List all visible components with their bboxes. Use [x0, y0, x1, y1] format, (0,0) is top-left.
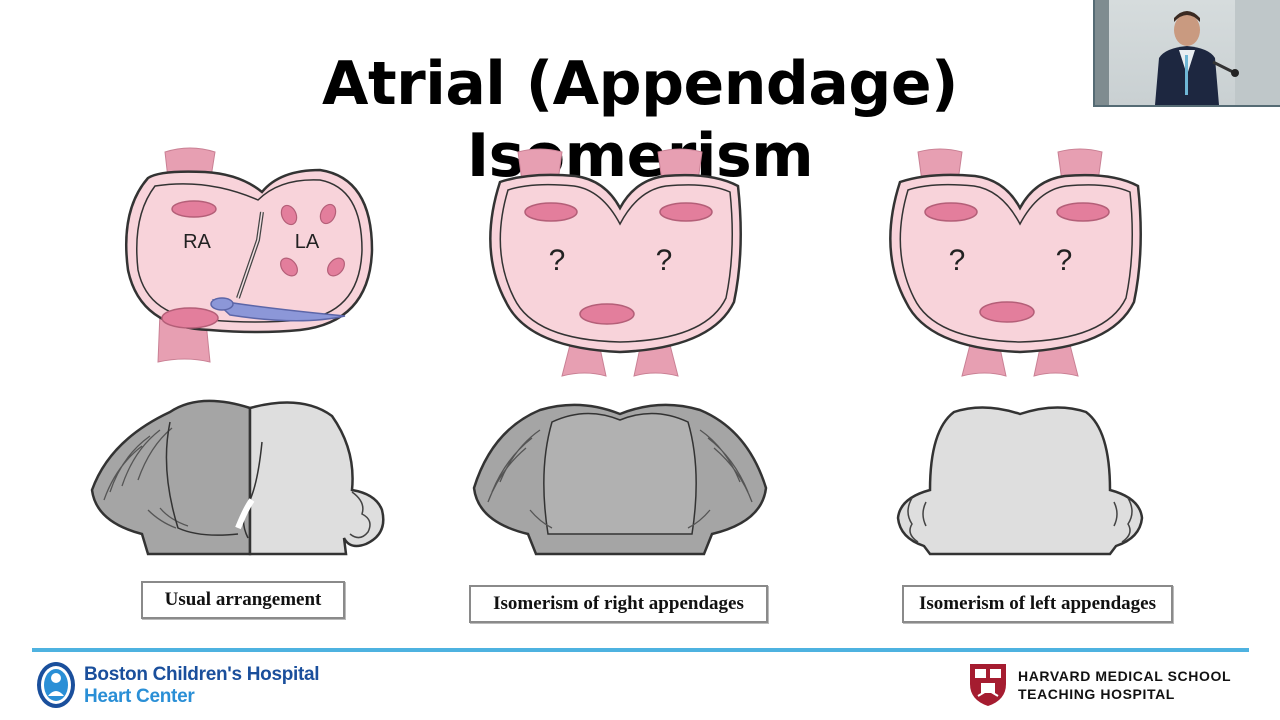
caption-usual-arrangement: Usual arrangement — [141, 581, 345, 619]
venous-orifice — [979, 301, 1035, 323]
coronary-sinus — [211, 298, 346, 322]
atrial-outline — [889, 173, 1142, 354]
venous-orifice — [924, 202, 978, 222]
venous-orifice — [659, 202, 713, 222]
atrial-isomerism-diagram: RA LA ? ? ? ? — [90, 147, 1144, 556]
footer-divider — [32, 648, 1249, 652]
caption-left-isomerism: Isomerism of left appendages — [902, 585, 1173, 623]
label-unknown: ? — [656, 244, 673, 277]
label-unknown: ? — [1056, 244, 1073, 277]
presenter-video-inset — [1093, 0, 1280, 107]
pulmonary-vein-orifice — [280, 257, 298, 277]
pulmonary-vein-orifice — [327, 257, 345, 277]
venous-orifice — [579, 303, 635, 325]
pulmonary-vein-orifice — [319, 203, 337, 225]
footer-org-name: Boston Children's Hospital — [84, 664, 320, 685]
left-isomerism-atria: ? ? — [889, 148, 1142, 377]
bch-logo-icon — [37, 662, 75, 708]
label-unknown: ? — [549, 244, 566, 277]
venous-orifice — [171, 200, 217, 218]
left-isomerism-appendages — [896, 406, 1144, 556]
right-appendage-shape — [90, 399, 252, 556]
slide-title: Atrial (Appendage) Isomerism — [322, 49, 958, 191]
usual-arrangement-appendages — [90, 399, 385, 556]
label-ra: RA — [183, 231, 211, 253]
coronary-sinus-orifice — [210, 297, 234, 311]
label-la: LA — [295, 231, 320, 253]
footer-partner-type: TEACHING HOSPITAL — [1018, 686, 1175, 702]
usual-arrangement-atria: RA LA — [125, 147, 374, 363]
venous-orifice — [161, 307, 219, 329]
presenter-figure — [1095, 0, 1280, 105]
venous-orifice — [524, 202, 578, 222]
appendage-shape — [896, 406, 1144, 556]
left-appendage-shape — [248, 401, 385, 556]
atrial-outline — [489, 173, 742, 354]
pulmonary-vein-orifice — [280, 204, 298, 226]
footer-partner-name: HARVARD MEDICAL SCHOOL — [1018, 668, 1232, 684]
footer-org-unit: Heart Center — [84, 686, 195, 707]
harvard-shield-icon — [970, 664, 1006, 706]
right-isomerism-appendages — [472, 403, 768, 556]
caption-right-isomerism: Isomerism of right appendages — [469, 585, 768, 623]
venous-orifice — [1056, 202, 1110, 222]
right-isomerism-atria: ? ? — [489, 148, 742, 377]
label-unknown: ? — [949, 244, 966, 277]
